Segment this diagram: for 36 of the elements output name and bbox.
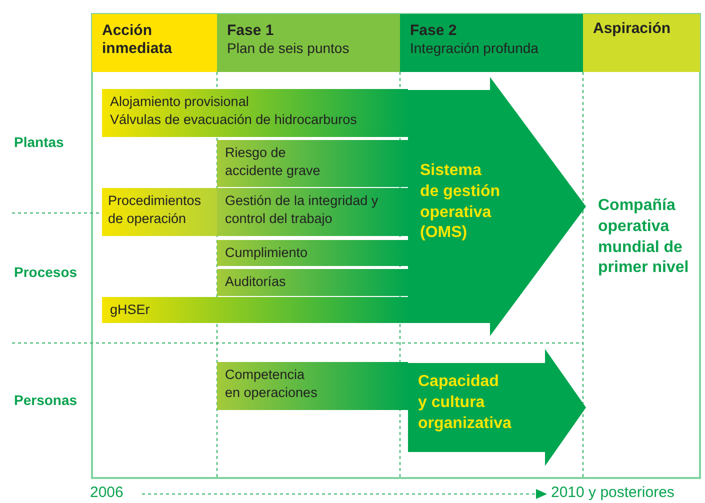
row-label: Plantas xyxy=(14,134,65,150)
bar-text: Auditorías xyxy=(225,273,287,291)
initiative-bar xyxy=(217,188,408,236)
bar-text: Alojamiento provisional xyxy=(110,93,250,111)
phase-title: Acción inmediata xyxy=(102,22,174,58)
initiative-bar xyxy=(217,240,408,266)
aspiration-text: Compañía operativa mundial de primer nivel xyxy=(598,196,690,278)
bar-text: Gestión de la integridad y control del trabajo xyxy=(225,192,380,228)
bar-text: gHSEr xyxy=(110,301,151,319)
bar-text: Competencia en operaciones xyxy=(225,366,318,402)
chevron-banner xyxy=(408,349,586,466)
timeline-label: 2006 xyxy=(90,484,124,501)
row-label: Personas xyxy=(14,392,78,408)
initiative-bar xyxy=(217,140,408,187)
phase-title: Aspiración xyxy=(593,20,672,38)
phase-title: Fase 1 xyxy=(227,22,275,40)
bar-text: Válvulas de evacuación de hidrocarburos xyxy=(110,110,358,128)
phase-subtitle: Plan de seis puntos xyxy=(227,40,350,57)
initiative-bar xyxy=(102,188,217,236)
phase-title: Fase 2 xyxy=(410,22,458,40)
initiative-bar xyxy=(102,89,408,137)
column-header xyxy=(217,14,400,72)
arrow-text: Sistema de gestión operativa (OMS) xyxy=(420,161,500,244)
column-header xyxy=(92,14,217,72)
phase-subtitle: Integración profunda xyxy=(410,40,540,57)
column-header xyxy=(400,14,583,72)
chevron-banner xyxy=(408,77,586,336)
bar-text: Procedimientos de operación xyxy=(108,192,202,228)
bar-text: Cumplimiento xyxy=(225,244,309,262)
initiative-bar xyxy=(217,269,408,296)
timeline-label: 2010 y posteriores xyxy=(551,484,674,501)
bar-text: Riesgo de accidente grave xyxy=(225,144,322,180)
initiative-bar xyxy=(102,297,408,323)
column-header xyxy=(583,14,700,72)
row-label: Procesos xyxy=(14,264,78,280)
initiative-bar xyxy=(217,362,408,410)
